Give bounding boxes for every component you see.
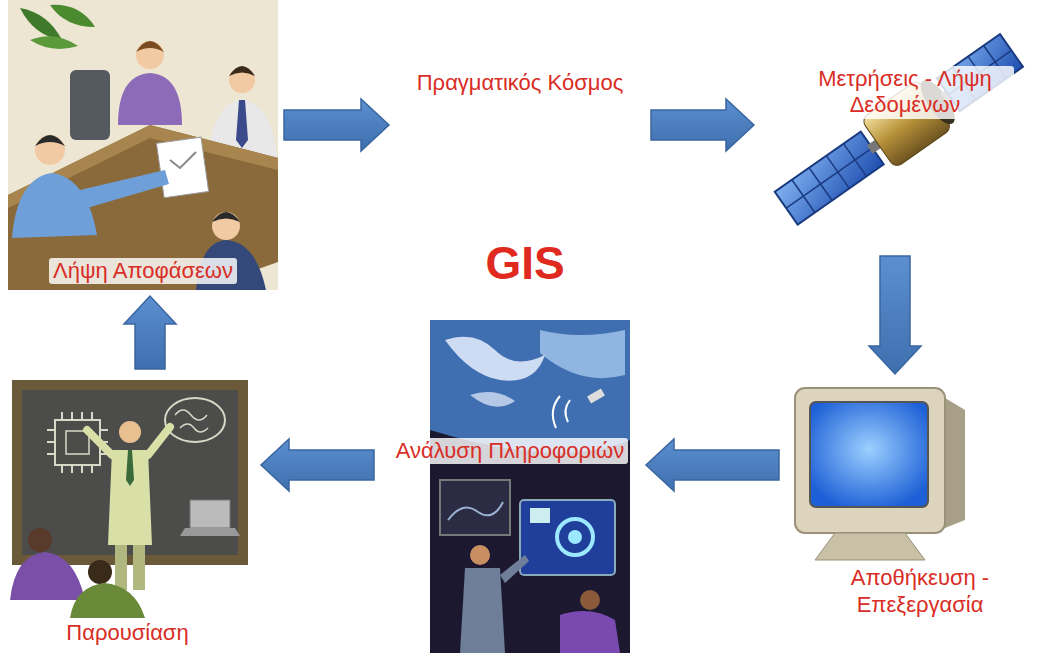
analysis-picture bbox=[557, 519, 593, 555]
meeting-picture bbox=[8, 0, 278, 290]
presentation-picture bbox=[12, 380, 248, 565]
analysis-picture bbox=[530, 508, 550, 523]
stage-label: Μετρήσεις - Λήψη Δεδομένων bbox=[796, 66, 1014, 119]
stage-box: Πραγματικός Κόσμος bbox=[395, 60, 645, 190]
analysis-picture bbox=[430, 320, 630, 653]
analysis-picture bbox=[448, 502, 503, 520]
meeting-picture bbox=[20, 8, 62, 40]
meeting-picture bbox=[229, 66, 255, 76]
presentation-picture bbox=[126, 450, 134, 486]
presentation-picture bbox=[10, 380, 248, 618]
diagram-title: GIS bbox=[425, 238, 625, 289]
presentation-picture bbox=[115, 545, 127, 590]
stage-label: Ανάλυση Πληροφοριών bbox=[392, 438, 628, 464]
meeting-picture bbox=[118, 73, 182, 125]
presentation-picture bbox=[180, 528, 240, 536]
meeting-picture bbox=[70, 70, 110, 140]
presentation-picture bbox=[55, 420, 100, 465]
stage-box: Ανάλυση Πληροφοριών bbox=[380, 320, 640, 653]
flow-arrow bbox=[124, 296, 176, 369]
stage-label: Λήψη Αποφάσεων bbox=[49, 258, 237, 284]
analysis-picture bbox=[580, 590, 600, 610]
meeting-picture bbox=[236, 100, 248, 148]
analysis-picture bbox=[568, 530, 582, 544]
meeting-picture bbox=[156, 137, 208, 198]
flow-arrow bbox=[646, 439, 779, 491]
analysis-picture bbox=[470, 545, 490, 565]
flow-arrow bbox=[869, 256, 921, 374]
analysis-picture bbox=[470, 392, 515, 407]
stage-label: Αποθήκευση - Επεξεργασία bbox=[829, 565, 1012, 618]
analysis-picture bbox=[430, 320, 630, 653]
meeting-picture bbox=[212, 212, 240, 240]
stage-box: Λήψη Αποφάσεων bbox=[8, 0, 278, 290]
stage-box: Αποθήκευση - Επεξεργασία bbox=[785, 380, 1035, 620]
meeting-picture bbox=[80, 170, 169, 208]
presentation-picture bbox=[190, 500, 230, 528]
meeting-picture bbox=[212, 212, 240, 222]
presentation-picture bbox=[165, 398, 225, 442]
meeting-picture bbox=[170, 152, 196, 168]
computer-picture bbox=[795, 388, 965, 560]
presentation-picture bbox=[175, 410, 208, 432]
presentation-picture bbox=[10, 552, 85, 600]
computer-picture bbox=[815, 533, 925, 560]
meeting-picture bbox=[12, 173, 97, 238]
analysis-picture bbox=[520, 500, 615, 575]
analysis-picture bbox=[430, 320, 630, 453]
analysis-picture bbox=[553, 396, 570, 428]
stage-box: Μετρήσεις - Λήψη Δεδομένων bbox=[760, 0, 1040, 250]
analysis-picture bbox=[460, 568, 505, 653]
analysis-picture bbox=[560, 611, 620, 653]
meeting-picture bbox=[50, 5, 95, 27]
analysis-picture bbox=[540, 330, 625, 378]
meeting-picture bbox=[35, 135, 65, 165]
presentation-picture bbox=[87, 427, 170, 455]
meeting-picture bbox=[229, 67, 255, 93]
analysis-picture bbox=[440, 480, 510, 535]
meeting-picture bbox=[136, 41, 164, 69]
meeting-picture bbox=[35, 135, 65, 146]
presentation-picture bbox=[28, 528, 52, 552]
presentation-picture bbox=[119, 421, 141, 443]
computer-picture bbox=[795, 388, 945, 533]
computer-picture bbox=[810, 402, 928, 507]
presentation-picture bbox=[70, 583, 145, 618]
satellite-picture bbox=[769, 26, 1029, 233]
analysis-picture bbox=[587, 389, 605, 404]
presentation-picture bbox=[108, 450, 152, 545]
meeting-picture bbox=[136, 41, 164, 52]
presentation-picture bbox=[88, 560, 112, 584]
analysis-picture bbox=[500, 555, 529, 583]
stage-box: Παρουσίαση bbox=[0, 375, 255, 648]
flow-arrow bbox=[651, 99, 754, 151]
presentation-picture bbox=[66, 431, 89, 454]
analysis-picture bbox=[445, 337, 545, 381]
stage-label: Παρουσίαση bbox=[62, 620, 192, 646]
meeting-picture bbox=[30, 36, 78, 49]
satellite-picture bbox=[775, 132, 884, 225]
meeting-picture bbox=[8, 125, 278, 290]
meeting-picture bbox=[8, 0, 278, 290]
satellite-picture bbox=[775, 132, 884, 225]
flow-arrow bbox=[261, 439, 374, 491]
presentation-picture bbox=[133, 545, 145, 590]
flow-arrow bbox=[284, 99, 389, 151]
stage-label: Πραγματικός Κόσμος bbox=[413, 70, 628, 96]
